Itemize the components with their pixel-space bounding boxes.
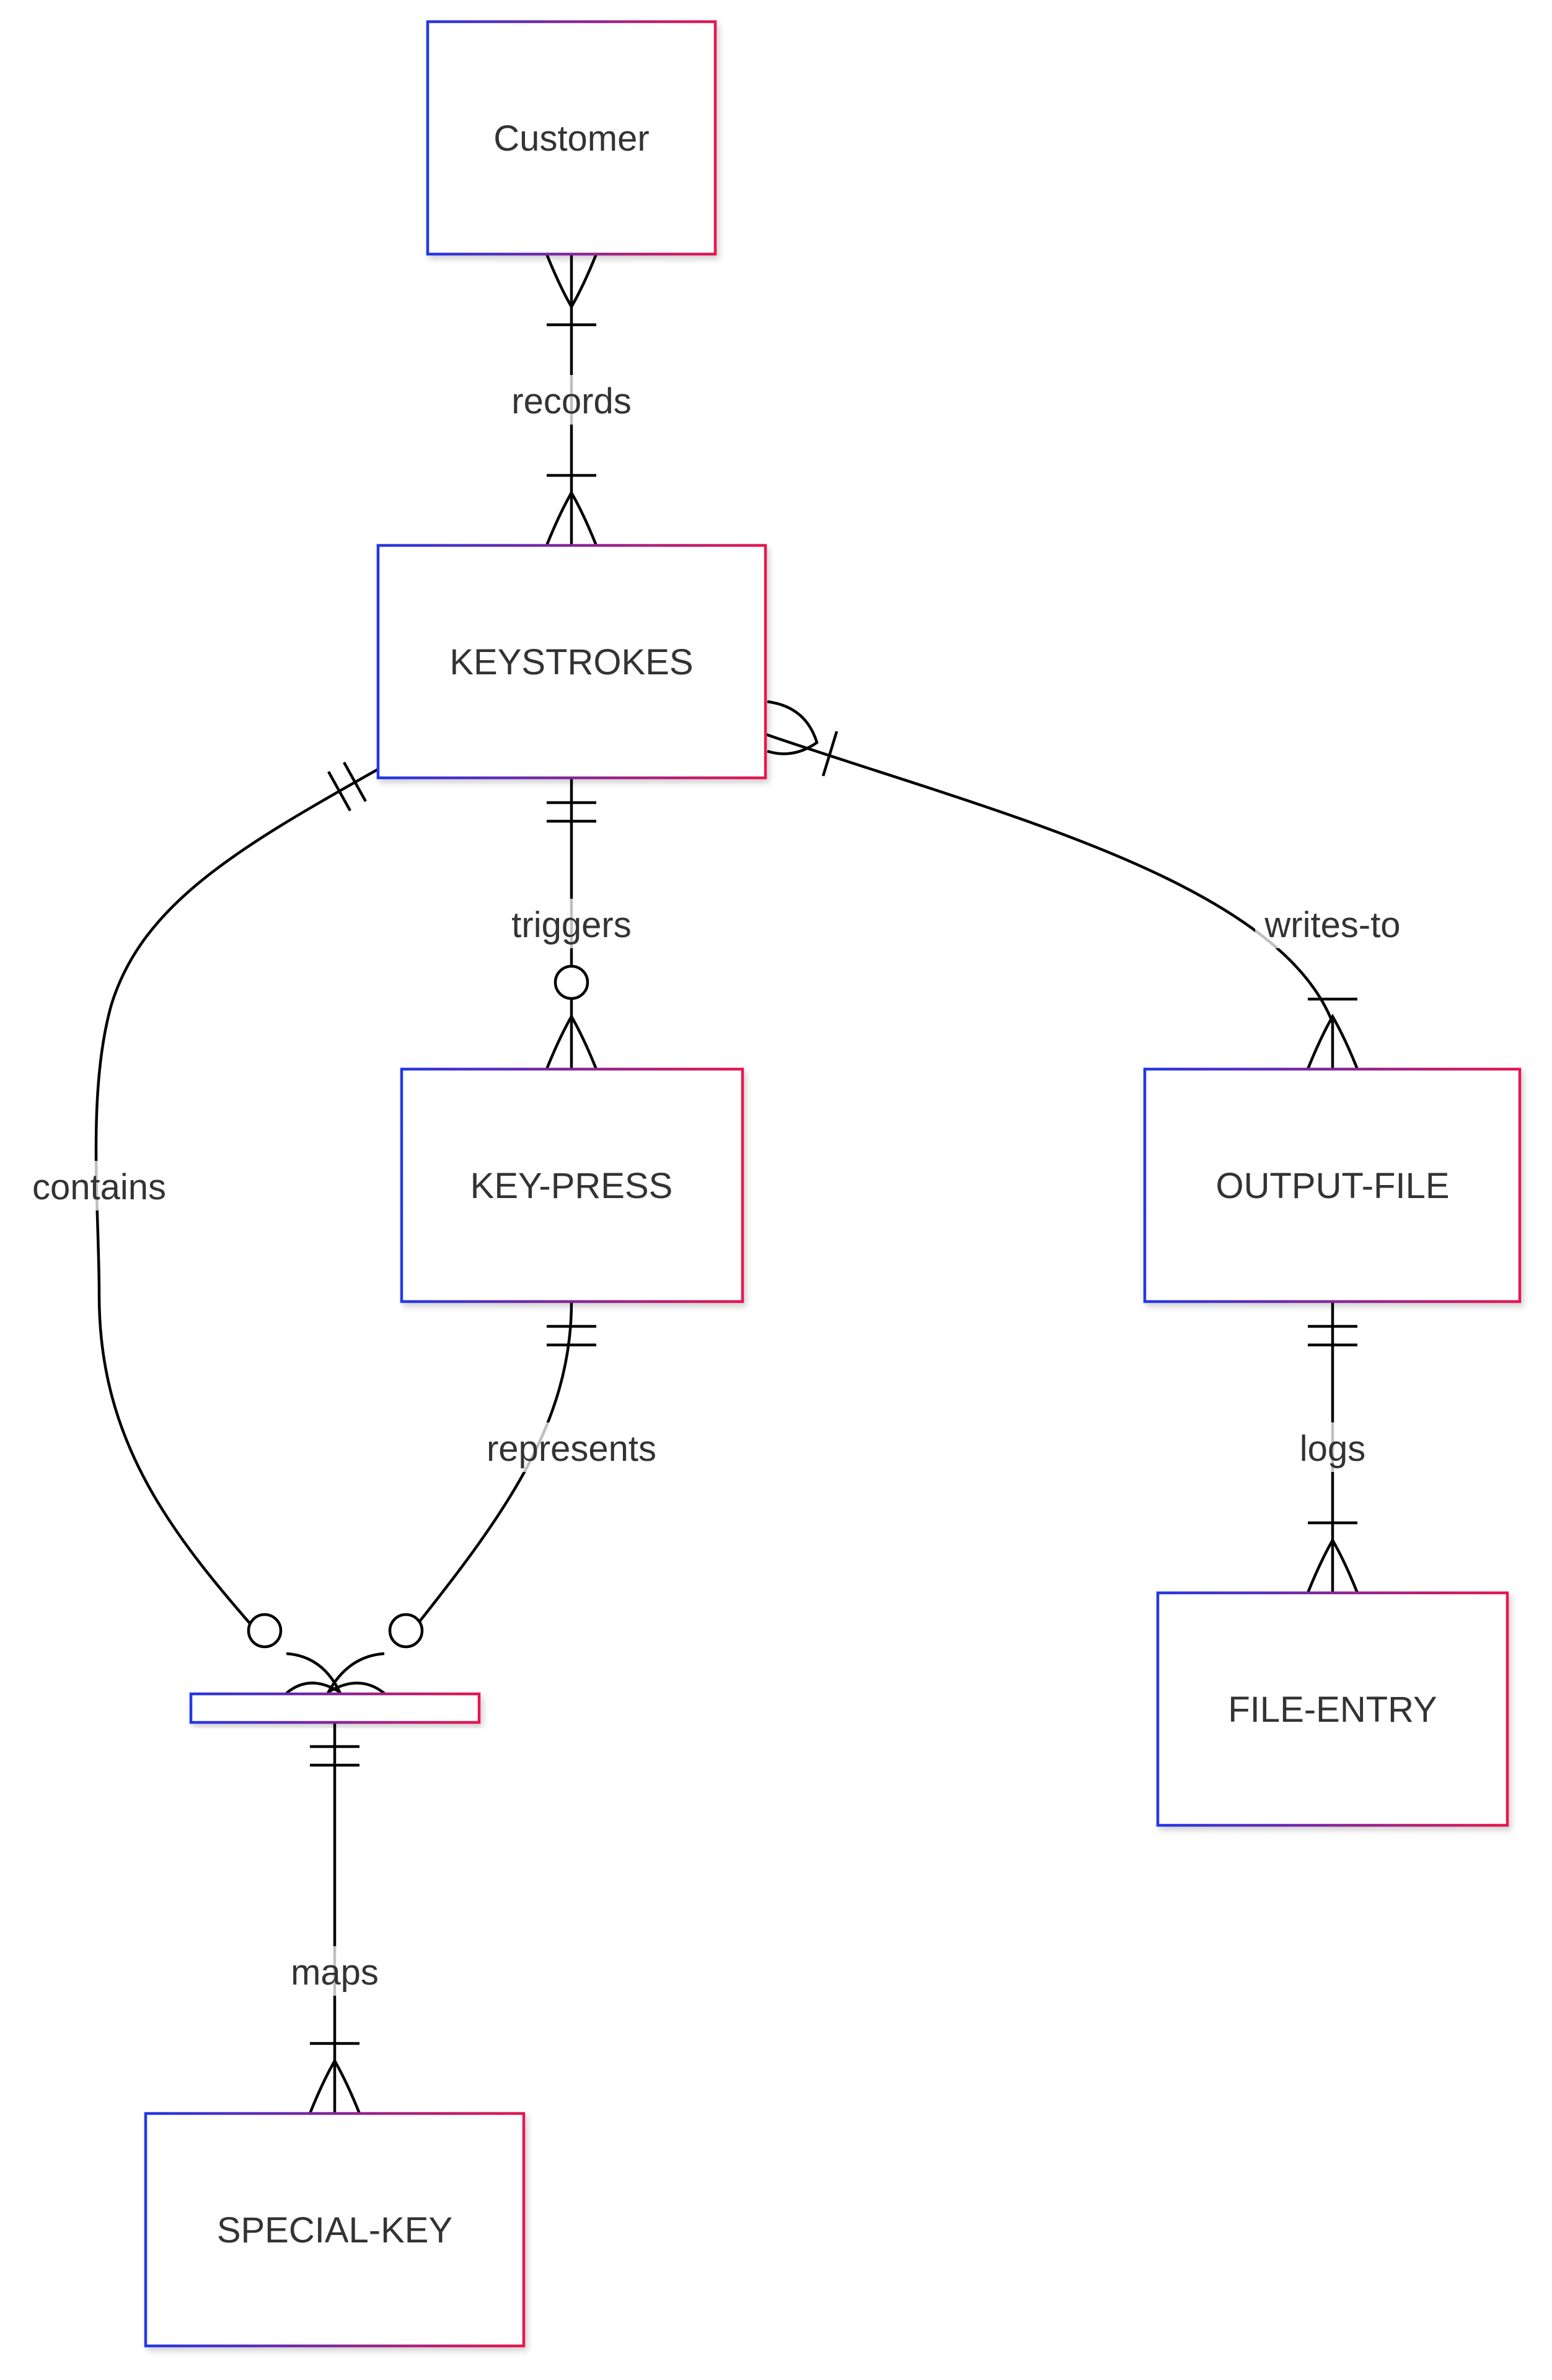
edge-contains [94,767,381,1644]
label-maps: maps [282,1946,387,1996]
crow-foot-icon [1306,997,1359,1070]
entity-output-file[interactable]: OUTPUT-FILE [1143,1067,1522,1303]
relationship-label-represents: represents [487,1429,656,1469]
entities: Customer KEYSTROKES KEY-PRESS OUTPUT-FIL… [144,20,1522,2348]
entity-name: KEYSTROKES [449,642,693,682]
relationship-label-logs: logs [1300,1429,1365,1469]
zero-or-more-icon [324,1613,424,1696]
entity-name: Customer [493,118,649,159]
double-bar-icon [327,761,367,812]
label-contains: contains [25,1161,174,1210]
edge-writes-to [765,733,1334,1069]
zero-or-more-icon [247,1613,343,1696]
entity-unnamed[interactable] [189,1692,481,1724]
double-bar-icon [310,1745,359,1767]
zero-or-more-icon [545,964,598,1070]
relationship-label-contains: contains [32,1167,166,1207]
entity-key-press[interactable]: KEY-PRESS [400,1067,744,1303]
crow-foot-icon [308,2042,361,2114]
double-bar-icon [1308,1324,1357,1347]
label-logs: logs [1292,1422,1373,1472]
crow-foot-icon [767,700,839,777]
crow-foot-icon [545,253,598,327]
label-represents: represents [474,1422,669,1472]
relationship-label-writes-to: writes-to [1264,905,1400,945]
relationship-labels: records triggers writes-to contains repr… [25,375,1410,1996]
crow-foot-icon [1306,1521,1359,1593]
entity-special-key[interactable]: SPECIAL-KEY [144,2112,526,2348]
double-bar-icon [547,1324,596,1347]
entity-customer[interactable]: Customer [426,20,717,256]
entity-file-entry[interactable]: FILE-ENTRY [1156,1591,1509,1827]
entity-name: OUTPUT-FILE [1215,1166,1449,1206]
relationship-label-records: records [511,381,631,421]
relationship-label-triggers: triggers [511,905,631,945]
label-triggers: triggers [503,899,640,948]
relationship-label-maps: maps [291,1952,379,1993]
crow-foot-icon [545,474,598,546]
entity-name: FILE-ENTRY [1228,1690,1437,1730]
entity-keystrokes[interactable]: KEYSTROKES [376,544,767,780]
label-records: records [503,375,640,425]
entity-name: KEY-PRESS [470,1166,673,1206]
entity-name: SPECIAL-KEY [217,2210,452,2250]
cardinality-markers [247,253,1359,2114]
label-writes-to: writes-to [1255,899,1410,948]
double-bar-icon [547,801,596,823]
